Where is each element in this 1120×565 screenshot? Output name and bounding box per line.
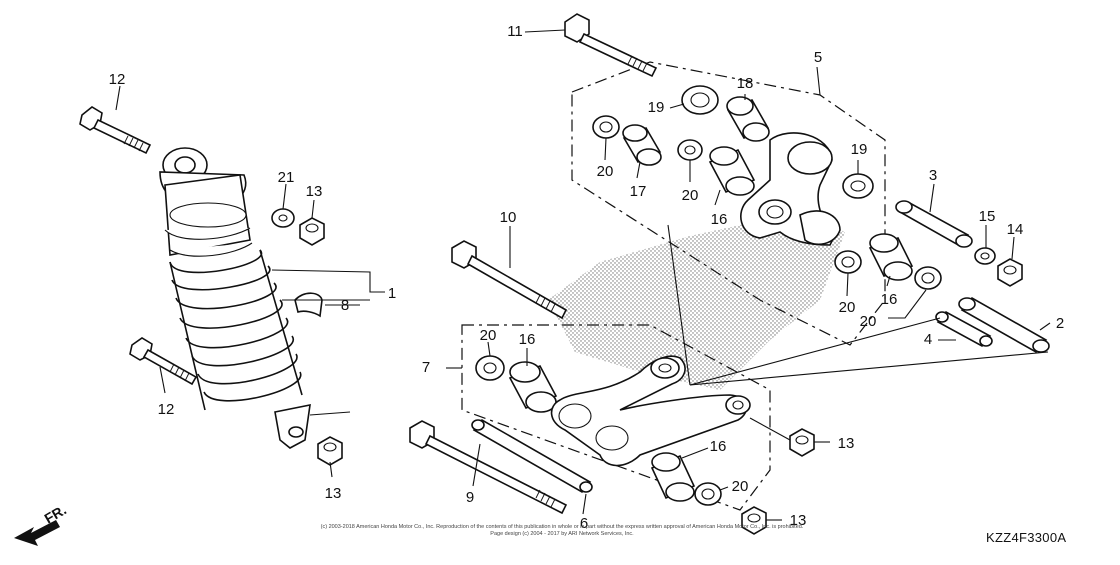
shock-arm-5 <box>740 132 841 246</box>
callout-c14: 14 <box>1007 221 1024 238</box>
callout-c20b: 20 <box>682 187 699 204</box>
callout-c19a: 19 <box>648 99 665 116</box>
callout-c10: 10 <box>500 209 517 226</box>
bearing-16-upper <box>708 146 756 196</box>
callout-c7: 7 <box>422 359 430 376</box>
bearing-17 <box>622 124 662 166</box>
copyright-line-2: Page design (c) 2004 - 2017 by ARI Netwo… <box>490 531 634 537</box>
copyright-notice: (c) 2003-2018 American Honda Motor Co., … <box>312 524 812 538</box>
copyright-line-1: (c) 2003-2018 American Honda Motor Co., … <box>320 524 804 530</box>
rear-shock-absorber <box>159 147 351 449</box>
callout-c19b: 19 <box>851 141 868 158</box>
dotted-shadow-area <box>548 212 845 390</box>
bolt-12-upper <box>79 106 152 155</box>
callout-c15: 15 <box>979 208 996 225</box>
callout-c18: 18 <box>737 75 754 92</box>
callout-c12b: 12 <box>158 401 175 418</box>
collar-4 <box>935 310 993 348</box>
front-direction-arrow: FR. <box>14 501 69 546</box>
nut-13-lower-left <box>317 436 343 466</box>
callout-c8: 8 <box>341 297 349 314</box>
callout-c20c: 20 <box>839 299 856 316</box>
callout-c3: 3 <box>929 167 937 184</box>
callout-c20e: 20 <box>480 327 497 344</box>
callout-c16d: 16 <box>710 438 727 455</box>
callout-c11: 11 <box>507 23 523 40</box>
diagram-code: KZZ4F3300A <box>986 530 1067 545</box>
callout-c6: 6 <box>580 515 588 532</box>
nut-13-center <box>789 428 815 457</box>
callout-c12a: 12 <box>109 71 126 88</box>
collar-6 <box>471 418 593 494</box>
spring-coils <box>169 249 303 411</box>
collar-3 <box>895 200 973 248</box>
callout-c16b: 16 <box>881 291 898 308</box>
bolt-9 <box>409 420 568 515</box>
assembly-axis-lines <box>667 224 1049 441</box>
shock-link-7 <box>550 355 751 467</box>
bolt-11 <box>564 13 658 78</box>
bearing-16-right <box>868 233 914 281</box>
nut-13-bottom <box>741 506 767 535</box>
nut-14 <box>997 258 1023 287</box>
callout-c13c: 13 <box>838 435 855 452</box>
collar-2 <box>958 296 1050 354</box>
bolt-10 <box>451 240 568 320</box>
bolt-12-lower <box>129 337 198 386</box>
callout-c9: 9 <box>466 489 474 506</box>
callout-c4: 4 <box>924 331 932 348</box>
callout-c2: 2 <box>1056 315 1064 332</box>
callout-c16a: 16 <box>711 211 728 228</box>
callout-c20d: 20 <box>860 313 877 330</box>
nut-13-upper-left <box>299 217 325 246</box>
shock-arm-group-outline <box>571 61 886 346</box>
callout-c1: 1 <box>388 285 396 302</box>
callout-numbers: 1234567891011121213131313141516161616171… <box>109 23 1065 532</box>
bearing-16-link-lower <box>650 452 696 502</box>
callout-c17: 17 <box>630 183 647 200</box>
callout-c13b: 13 <box>325 485 342 502</box>
callout-c16c: 16 <box>519 331 536 348</box>
clip-8 <box>294 292 323 318</box>
callout-c13a: 13 <box>306 183 323 200</box>
shock-link-group-outline <box>461 324 771 511</box>
callout-c21: 21 <box>278 169 295 186</box>
callout-c20f: 20 <box>732 478 749 495</box>
callout-c20a: 20 <box>597 163 614 180</box>
callout-c13d: 13 <box>790 512 807 529</box>
leader-lines <box>115 29 1051 521</box>
callout-c5: 5 <box>814 49 822 66</box>
bearing-18 <box>726 96 770 142</box>
front-direction-label: FR. <box>42 501 70 526</box>
bearing-16-link-left <box>508 361 558 413</box>
